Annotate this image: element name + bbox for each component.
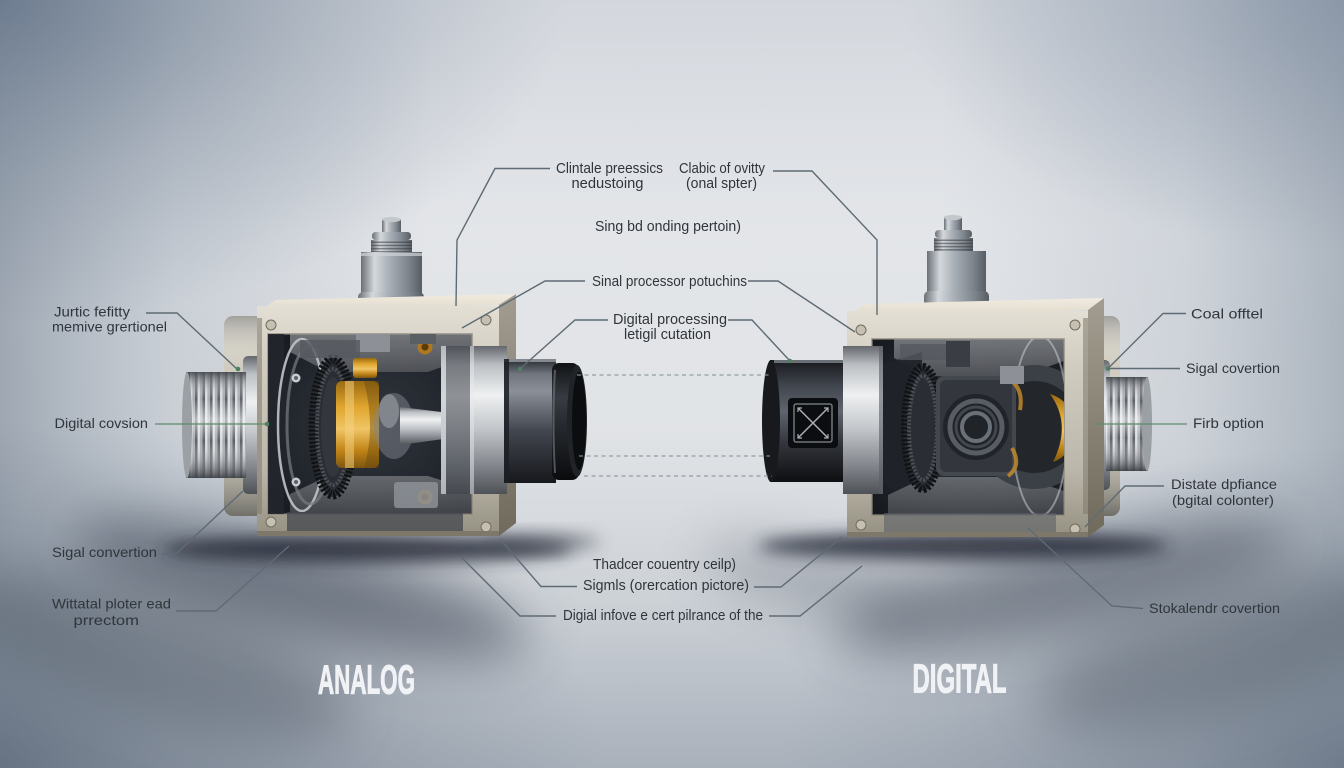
svg-text:Sigal convertion: Sigal convertion xyxy=(52,544,157,560)
svg-text:ANALOG: ANALOG xyxy=(318,657,415,703)
svg-text:letigil cutation: letigil cutation xyxy=(624,326,711,343)
svg-text:Clintale preessics: Clintale preessics xyxy=(556,160,663,177)
svg-text:Digital covsion: Digital covsion xyxy=(55,415,149,431)
svg-text:DIGITAL: DIGITAL xyxy=(913,656,1007,702)
svg-text:Digial infove e cert pilrance: Digial infove e cert pilrance of the xyxy=(563,607,763,624)
svg-text:Wittatal ploter ead: Wittatal ploter ead xyxy=(52,596,171,612)
svg-text:Sing bd onding pertoin): Sing bd onding pertoin) xyxy=(595,218,741,235)
svg-text:prrectom: prrectom xyxy=(74,612,140,628)
svg-text:Thadcer couentry ceilp): Thadcer couentry ceilp) xyxy=(593,556,736,573)
svg-text:Coal offtel: Coal offtel xyxy=(1191,306,1263,322)
svg-text:Sigal covertion: Sigal covertion xyxy=(1186,360,1280,376)
svg-text:Stokalendr covertion: Stokalendr covertion xyxy=(1149,600,1280,616)
svg-text:Distate dpfiance: Distate dpfiance xyxy=(1171,476,1277,492)
svg-text:Clabic of ovitty: Clabic of ovitty xyxy=(679,160,765,177)
svg-text:memive grertionel: memive grertionel xyxy=(52,319,167,335)
svg-text:Digital processing: Digital processing xyxy=(613,311,727,328)
svg-text:(onal spter): (onal spter) xyxy=(686,175,757,192)
svg-text:(bgital colonter): (bgital colonter) xyxy=(1172,492,1274,508)
svg-text:Firb option: Firb option xyxy=(1193,415,1264,431)
svg-text:Jurtic fefitty: Jurtic fefitty xyxy=(54,304,130,320)
svg-text:nedustoing: nedustoing xyxy=(572,175,644,192)
svg-text:Sigmls (orercation pictore): Sigmls (orercation pictore) xyxy=(583,577,749,594)
svg-text:Sinal processor potuchins: Sinal processor potuchins xyxy=(592,273,747,290)
